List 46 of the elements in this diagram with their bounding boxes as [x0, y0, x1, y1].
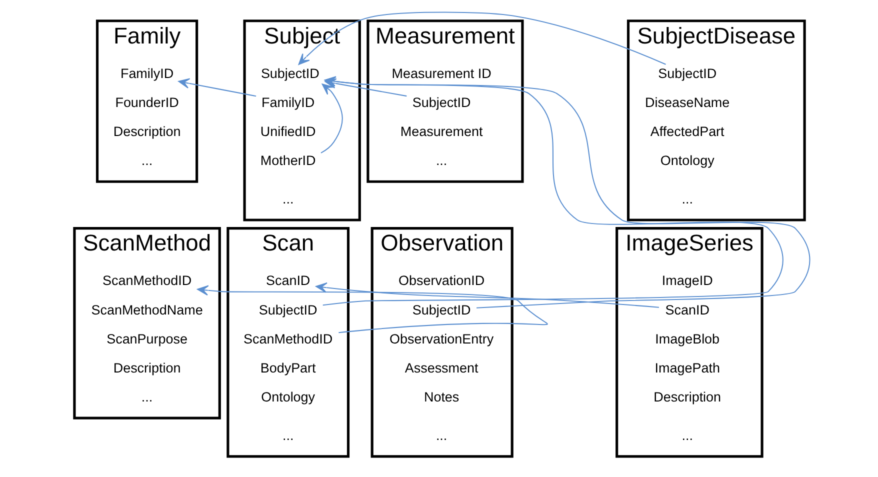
node-text: SubjectID: [412, 302, 470, 318]
node-text: SubjectID: [658, 66, 716, 81]
node-text: Description: [653, 389, 721, 404]
node-text: ScanPurpose: [106, 331, 187, 346]
node-text: ScanMethodID: [243, 331, 332, 346]
node-text: ScanID: [266, 273, 310, 288]
node-text: ...: [282, 191, 294, 206]
arrow: [178, 78, 256, 97]
node-text: FounderID: [114, 94, 178, 110]
arrow: [315, 282, 658, 308]
node-text: ...: [140, 389, 152, 404]
node-text: AffectedPart: [650, 124, 724, 139]
arrow: [196, 285, 546, 334]
node-text: FamilyID: [120, 66, 174, 81]
node-text: DiseaseName: [644, 94, 730, 110]
node-text: ...: [681, 428, 692, 443]
node-text: BodyPart: [260, 360, 316, 376]
node-text: Description: [112, 124, 180, 139]
node-text: ScanID: [664, 302, 709, 318]
node-text: SubjectID: [412, 94, 470, 110]
node-text: UnifiedID: [260, 124, 316, 139]
node-text: ...: [282, 428, 294, 443]
node-text: ...: [435, 152, 447, 168]
node-text: FamilyID: [261, 94, 314, 110]
node-text: Ontology: [260, 389, 315, 404]
arrow: [298, 12, 666, 65]
node-text: Notes: [423, 389, 459, 404]
node-text: Description: [112, 360, 180, 376]
node-text: ObservationID: [398, 273, 484, 288]
node-text: Ontology: [660, 152, 714, 168]
node-text: ...: [681, 191, 692, 206]
node-text: ScanMethodName: [90, 302, 202, 318]
node-text: ...: [435, 428, 447, 443]
node-text: ImagePath: [654, 360, 720, 376]
node-text: ...: [140, 152, 152, 168]
node-text: SubjectID: [260, 66, 319, 81]
node-text: Measurement: [400, 124, 482, 139]
node-text: ImageID: [661, 273, 712, 288]
node-text: ImageBlob: [654, 331, 720, 346]
node-text: SubjectID: [258, 302, 317, 318]
node-text: ScanMethodID: [102, 273, 192, 288]
arrow: [320, 84, 342, 154]
node-text: Assessment: [404, 360, 478, 376]
node-text: ObservationEntry: [389, 331, 494, 346]
node-text: MotherID: [260, 152, 316, 168]
node-text: Measurement ID: [391, 66, 491, 81]
